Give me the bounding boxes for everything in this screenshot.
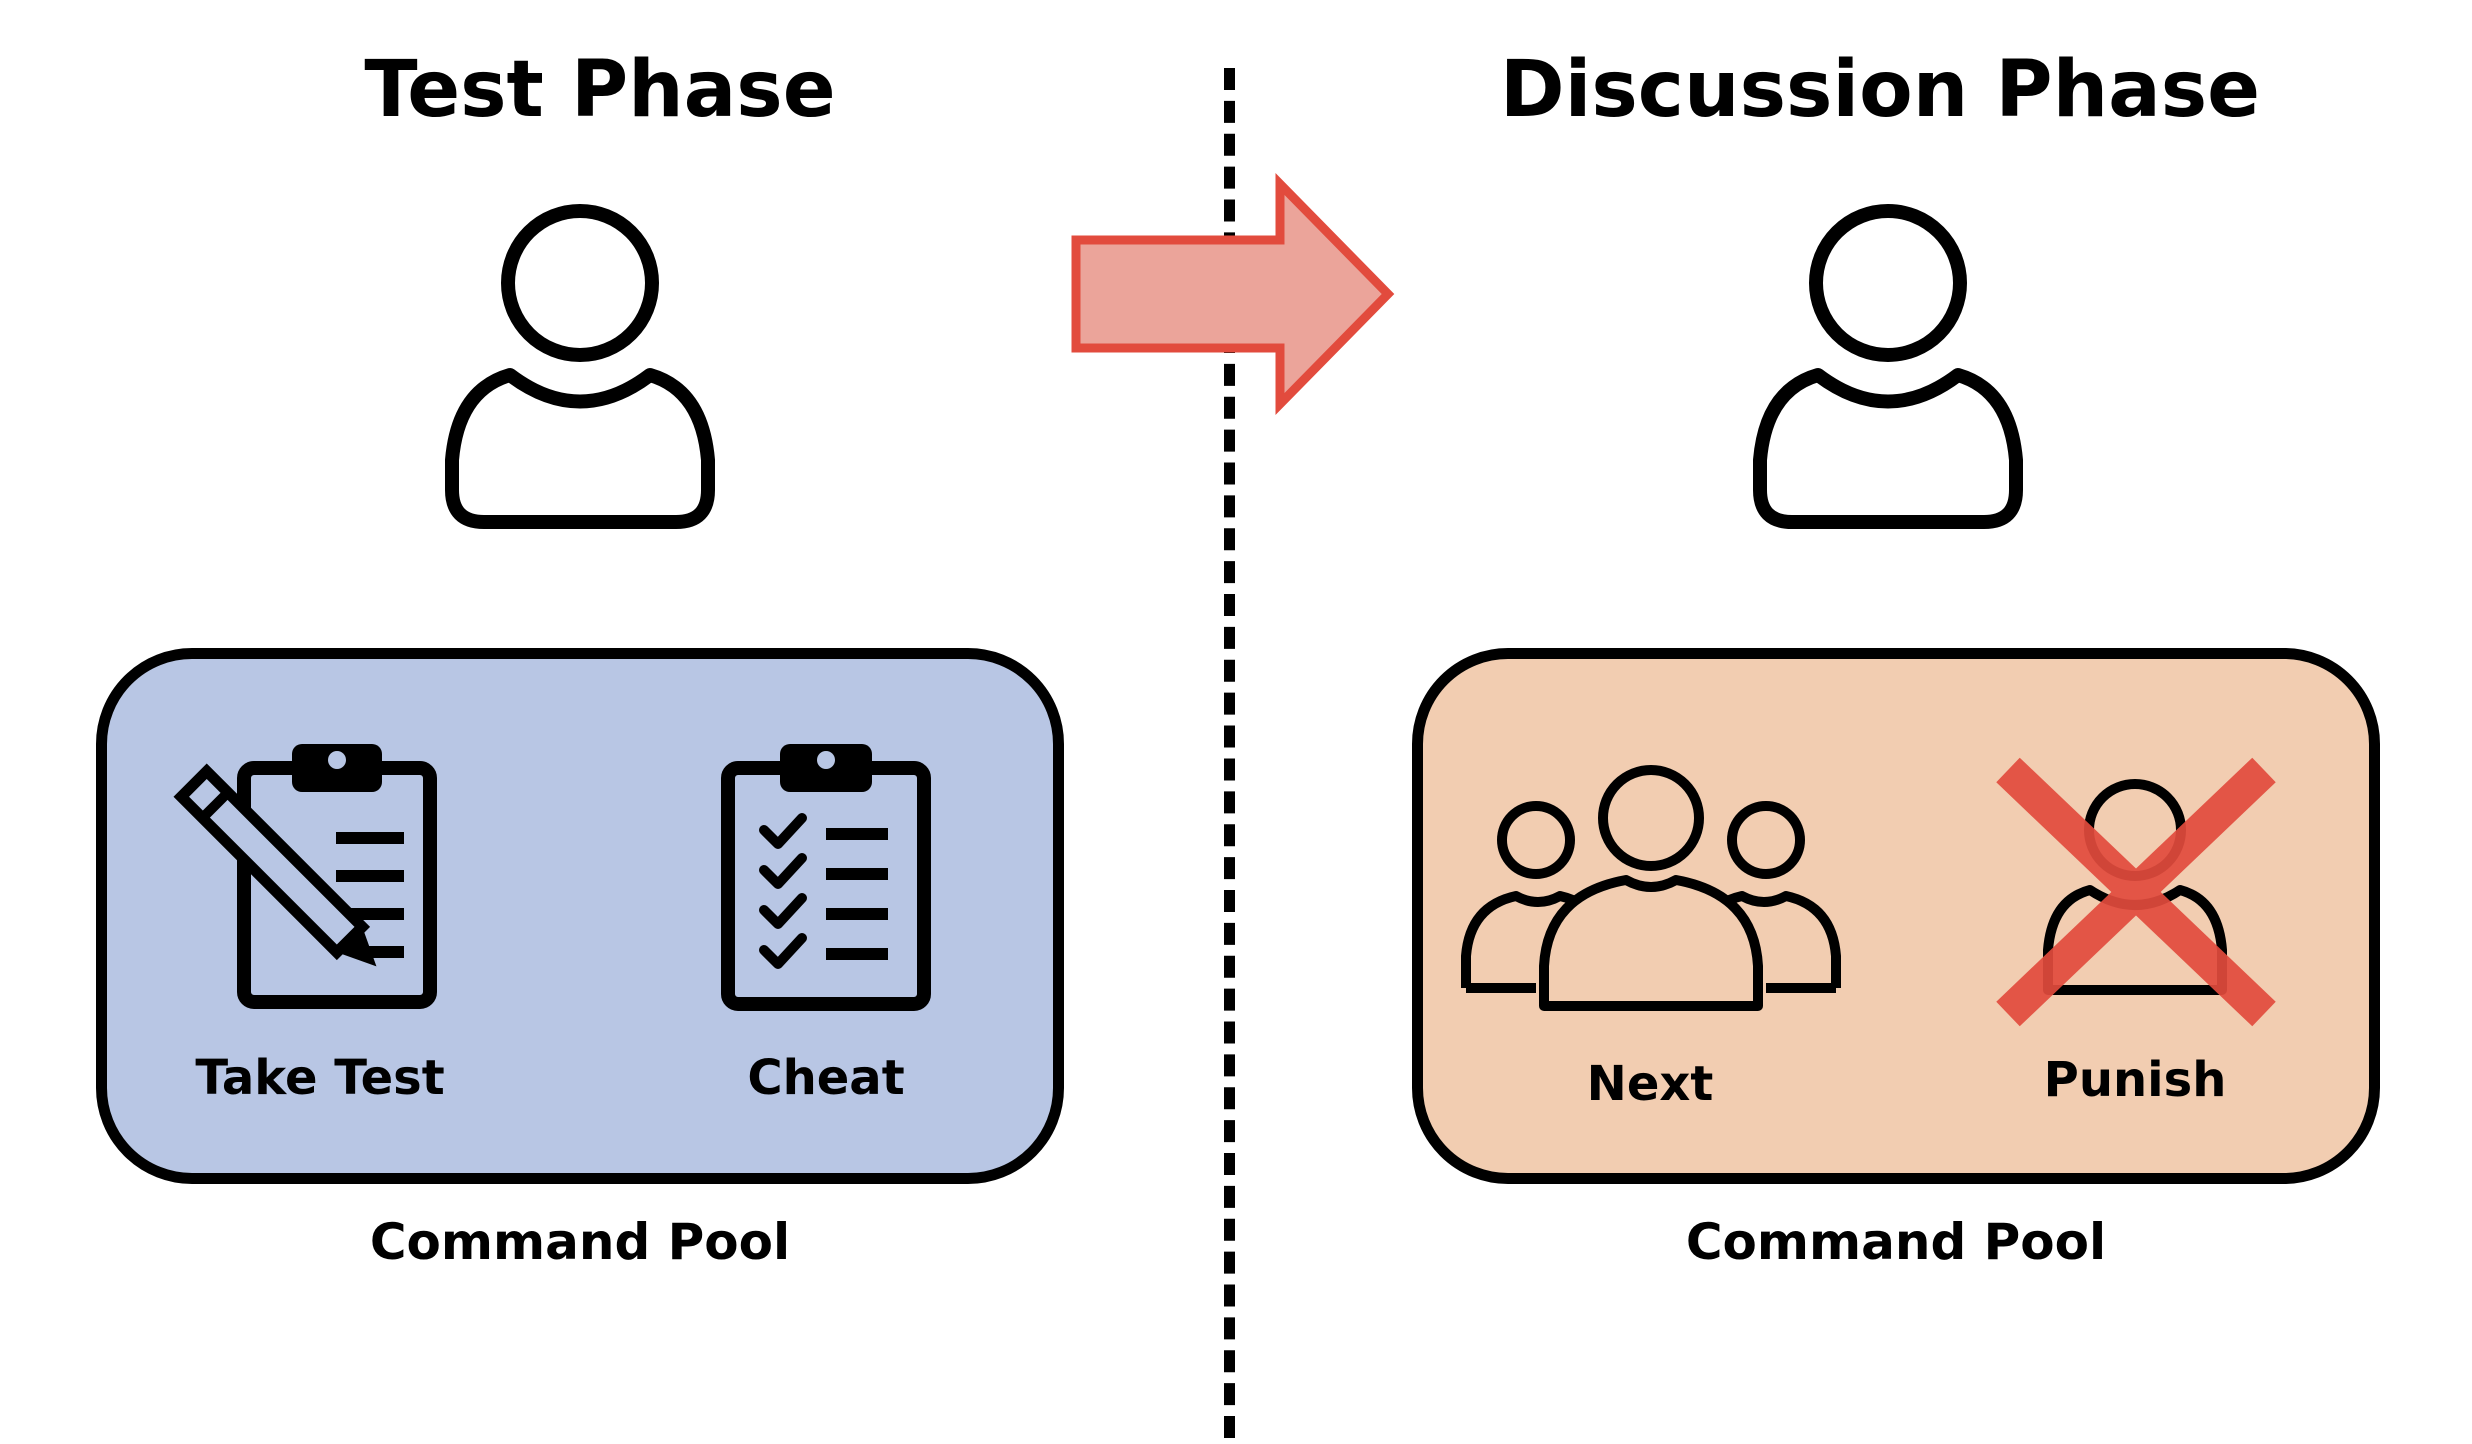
test-phase-title: Test Phase	[364, 45, 836, 135]
clipboard-pencil-icon	[173, 744, 437, 1009]
user-crossed-out-icon	[1996, 757, 2276, 1027]
punish-label: Punish	[2043, 1052, 2227, 1108]
discussion-command-pool-label: Command Pool	[1685, 1213, 2107, 1271]
clipboard-checklist-icon	[721, 744, 931, 1011]
transition-arrow	[1071, 172, 1395, 416]
group-icon	[1461, 765, 1841, 1011]
discussion-phase-title: Discussion Phase	[1499, 45, 2261, 135]
phase-divider	[1224, 68, 1235, 1438]
test-command-pool-label: Command Pool	[369, 1213, 791, 1271]
cheat-label: Cheat	[747, 1050, 905, 1106]
take-test-label: Take Test	[195, 1050, 445, 1106]
next-label: Next	[1586, 1056, 1714, 1112]
discussion-phase-user-icon	[1753, 204, 2023, 529]
test-command-pool-box	[96, 648, 1064, 1184]
test-phase-user-icon	[445, 204, 715, 529]
